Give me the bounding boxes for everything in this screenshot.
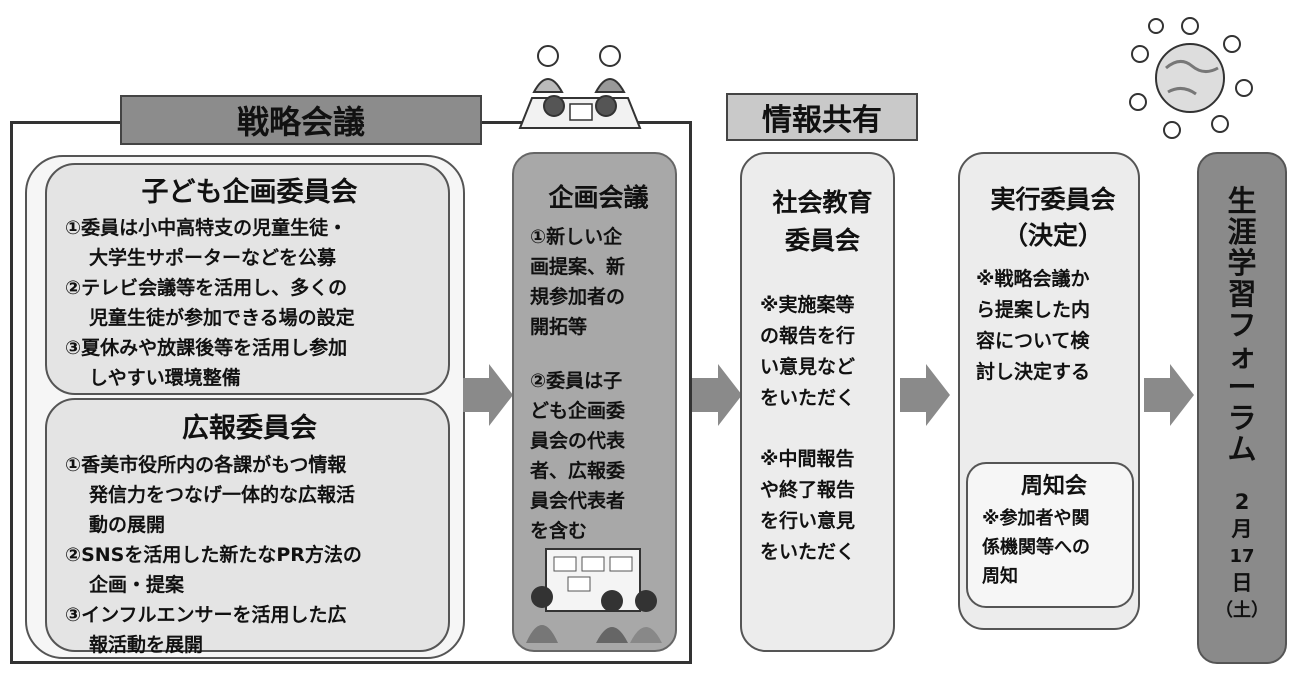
kids-item-3: ③夏休みや放課後等を活用し参加 しやすい環境整備	[65, 337, 348, 389]
social-education-title: 社会教育 委員会	[772, 188, 873, 255]
kids-committee-box: 子ども企画委員会 ①委員は小中高特支の児童生徒・ 大学生サポーターなどを公募 ②…	[45, 163, 450, 395]
notice-meeting-title: 周知会	[1020, 474, 1087, 499]
arrow-icon	[1144, 364, 1194, 426]
pr-item-2: ②SNSを活用した新たなPR方法の 企画・提案	[65, 544, 362, 596]
forum-box: 生 涯 学 習 フ ォ ー ラ ム 2 月 17 日 （土）	[1197, 152, 1287, 664]
forum-title: 生 涯 学 習 フ ォ ー ラ ム	[1227, 184, 1257, 466]
kids-item-2: ②テレビ会議等を活用し、多くの 児童生徒が参加できる場の設定	[65, 277, 355, 329]
sharing-text-2: ※中間報告 や終了報告 を行い意見 をいただく	[760, 448, 856, 563]
sharing-text-1: ※実施案等 の報告を行 い意見など をいただく	[760, 294, 856, 409]
meeting-people-icon	[518, 45, 642, 129]
sharing-header: 情報共有	[726, 93, 918, 141]
executive-committee-title: 実行委員会 （決定）	[990, 185, 1116, 250]
forum-date: 2 月 17 日 （土）	[1215, 490, 1269, 621]
notice-text: ※参加者や関 係機関等への 周知	[982, 508, 1090, 587]
planning-meeting-title: 企画会議	[548, 183, 649, 212]
pr-item-1: ①香美市役所内の各課がもつ情報 発信力をつなげ一体的な広報活 動の展開	[65, 454, 356, 536]
pr-committee-box: 広報委員会 ①香美市役所内の各課がもつ情報 発信力をつなげ一体的な広報活 動の展…	[45, 398, 450, 656]
sharing-header-label: 情報共有	[762, 103, 882, 138]
planning-text-1: ①新しい企 画提案、新 規参加者の 開拓等	[530, 226, 626, 338]
executive-text: ※戦略会議か ら提案した内 容について検 討し決定する	[976, 268, 1091, 383]
strategy-header-label: 戦略会議	[236, 103, 365, 141]
arrow-icon	[900, 364, 950, 426]
planning-text-2: ②委員は子 ども企画委 員会の代表 者、広報委 員会代表者 を含む	[530, 370, 626, 542]
pr-committee-title: 広報委員会	[182, 413, 317, 444]
strategy-header: 戦略会議	[120, 95, 482, 145]
kids-item-1: ①委員は小中高特支の児童生徒・ 大学生サポーターなどを公募	[65, 217, 348, 269]
whiteboard-people-icon	[526, 548, 662, 643]
kids-committee-title: 子ども企画委員会	[141, 177, 358, 208]
social-education-box: 社会教育 委員会 ※実施案等 の報告を行 い意見など をいただく ※中間報告 や…	[740, 152, 895, 652]
arrow-icon	[692, 364, 742, 426]
globe-children-icon	[1129, 17, 1253, 139]
arrow-icon	[463, 364, 513, 426]
planning-meeting-box: 企画会議 ①新しい企 画提案、新 規参加者の 開拓等 ②委員は子 ども企画委 員…	[512, 152, 677, 652]
notice-meeting-box: 周知会 ※参加者や関 係機関等への 周知	[966, 462, 1134, 608]
pr-item-3: ③インフルエンサーを活用した広 報活動を展開	[65, 604, 347, 656]
